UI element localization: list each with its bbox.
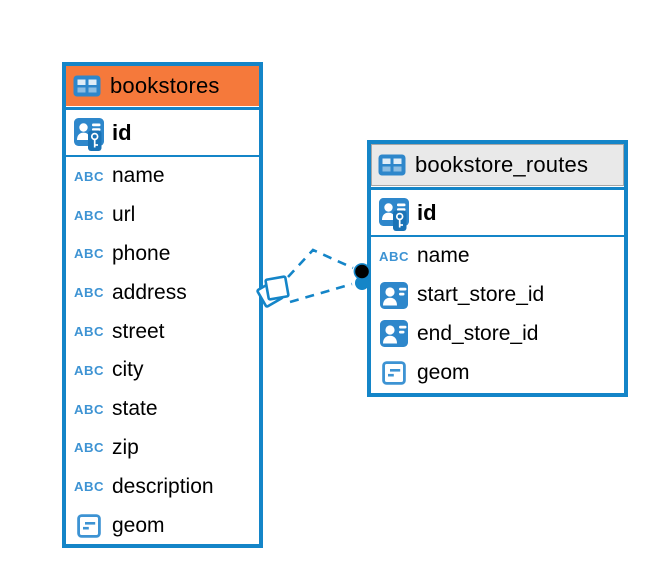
fk-edge-upper[interactable]: [287, 248, 354, 278]
column-row[interactable]: street: [66, 312, 259, 351]
column-row[interactable]: geom: [66, 506, 259, 545]
text-abc-icon: [73, 479, 105, 494]
id-primary-key-icon: [377, 195, 411, 231]
text-abc-icon: [73, 169, 105, 184]
column-name: city: [112, 358, 144, 382]
table-title: bookstores: [110, 73, 220, 98]
fk-edge-lower[interactable]: [289, 282, 353, 304]
text-abc-icon: [73, 208, 105, 223]
column-row-pk[interactable]: id: [66, 110, 259, 155]
column-row[interactable]: url: [66, 196, 259, 235]
column-name: id: [417, 199, 437, 225]
fk-relationship-edges[interactable]: [287, 248, 354, 304]
column-name: geom: [112, 513, 165, 537]
table-icon: [378, 154, 406, 176]
column-name: start_store_id: [417, 283, 545, 307]
column-name: id: [112, 119, 132, 145]
text-abc-icon: [73, 324, 105, 339]
column-row[interactable]: start_store_id: [371, 276, 624, 315]
table-icon: [73, 75, 101, 97]
column-name: description: [112, 474, 214, 498]
source-square-front: [264, 275, 290, 301]
text-abc-icon: [73, 402, 105, 417]
column-name: url: [112, 203, 136, 227]
row-separator: [66, 155, 259, 157]
row-separator: [371, 235, 624, 237]
reference-person-icon: [378, 320, 410, 347]
entity-table-bookstores[interactable]: bookstores id name url phone: [62, 62, 263, 548]
column-list: name start_store_id end_store_id geom: [371, 237, 624, 393]
column-name: address: [112, 280, 187, 304]
entity-table-bookstore-routes[interactable]: bookstore_routes id name start_store_id …: [367, 140, 628, 397]
column-row[interactable]: phone: [66, 235, 259, 274]
text-abc-icon: [73, 285, 105, 300]
column-name: phone: [112, 241, 171, 265]
text-abc-icon: [73, 363, 105, 378]
column-name: name: [112, 164, 165, 188]
column-name: name: [417, 244, 470, 268]
column-name: end_store_id: [417, 321, 539, 345]
column-row[interactable]: address: [66, 273, 259, 312]
column-row[interactable]: description: [66, 467, 259, 506]
column-row[interactable]: end_store_id: [371, 315, 624, 354]
id-primary-key-icon: [72, 115, 106, 151]
column-name: geom: [417, 360, 470, 384]
column-row[interactable]: zip: [66, 429, 259, 468]
column-row-pk[interactable]: id: [371, 190, 624, 235]
column-row[interactable]: name: [371, 237, 624, 276]
column-name: state: [112, 397, 158, 421]
column-name: street: [112, 319, 165, 343]
text-abc-icon: [73, 246, 105, 261]
column-row[interactable]: state: [66, 390, 259, 429]
row-separator: [371, 187, 624, 190]
column-list: name url phone address street city: [66, 157, 259, 545]
table-header-bookstores[interactable]: bookstores: [66, 66, 259, 106]
row-separator: [66, 107, 259, 110]
text-abc-icon: [73, 440, 105, 455]
geometry-icon: [73, 514, 105, 538]
reference-person-icon: [378, 282, 410, 309]
column-row[interactable]: name: [66, 157, 259, 196]
column-row[interactable]: geom: [371, 353, 624, 392]
table-title: bookstore_routes: [415, 152, 589, 177]
table-header-bookstore-routes[interactable]: bookstore_routes: [371, 144, 624, 186]
column-row[interactable]: city: [66, 351, 259, 390]
text-abc-icon: [378, 249, 410, 264]
column-name: zip: [112, 435, 139, 459]
geometry-icon: [378, 361, 410, 385]
